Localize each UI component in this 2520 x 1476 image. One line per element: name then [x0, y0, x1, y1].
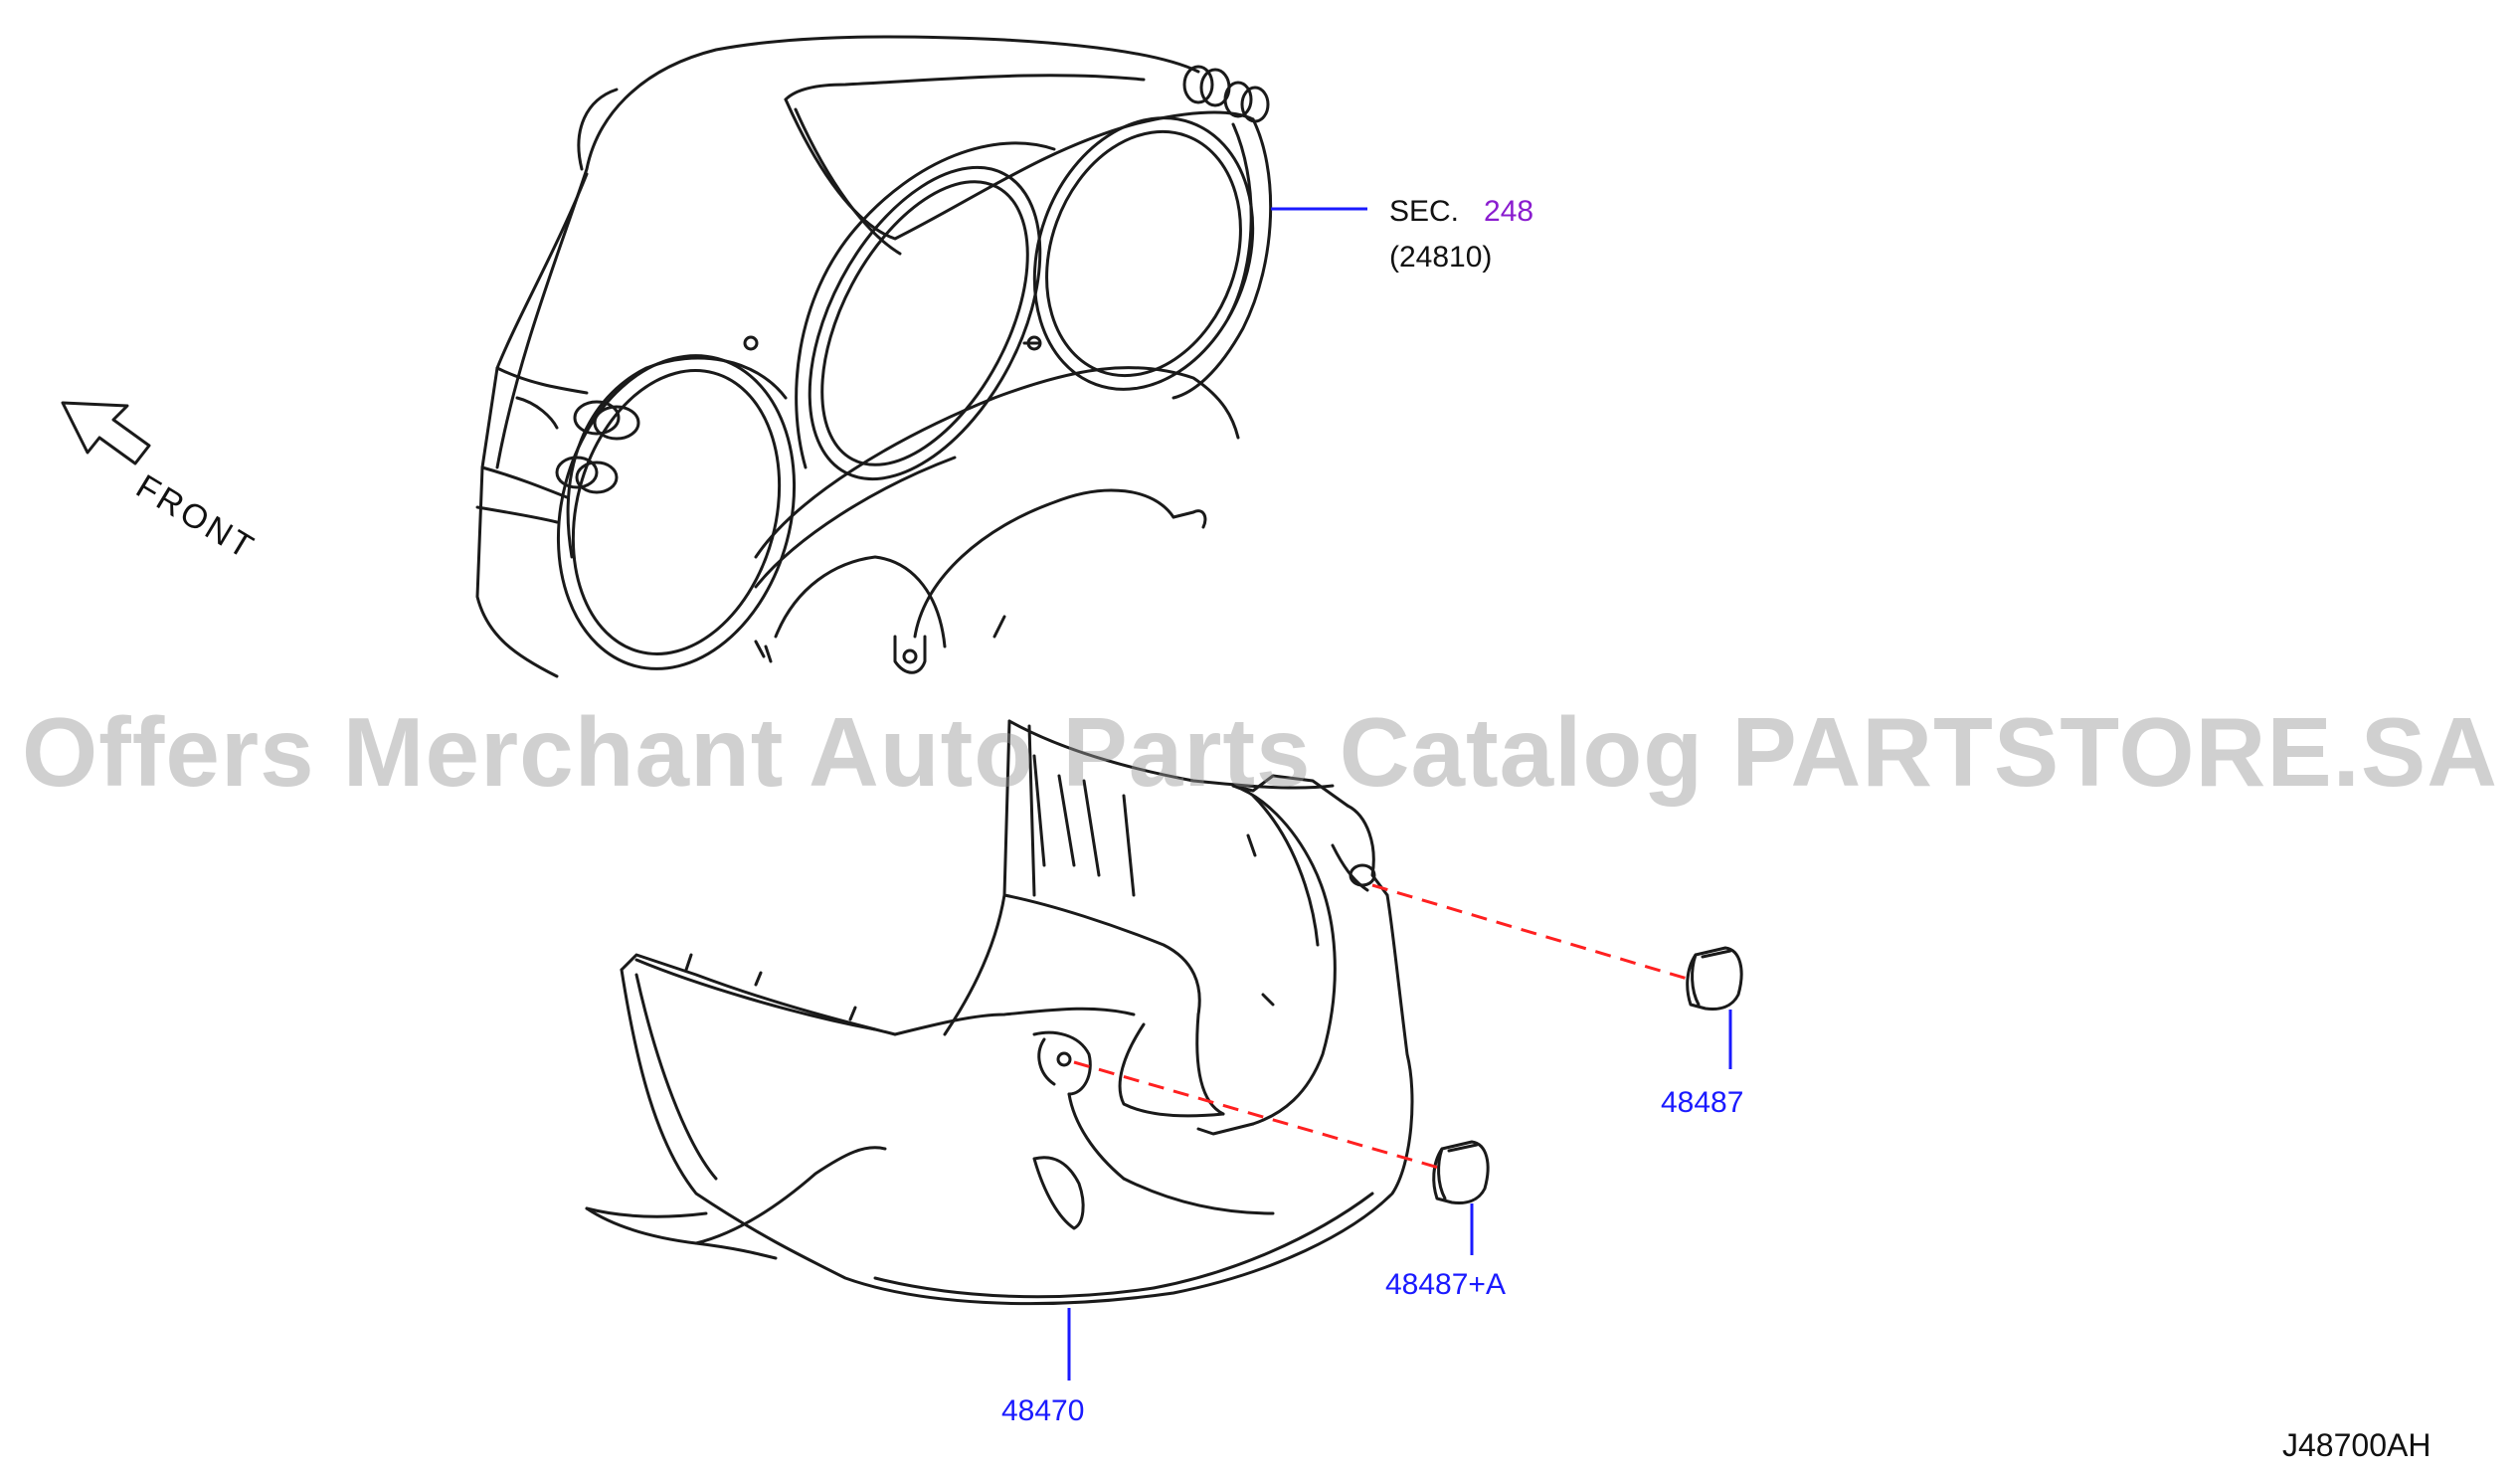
part-48470-link[interactable]: 48470 [1001, 1394, 1085, 1427]
diagram-code: J48700AH [2282, 1427, 2431, 1463]
front-arrow-icon [61, 401, 151, 465]
sec-number-link[interactable]: 248 [1484, 195, 1534, 228]
sec-sub: (24810) [1389, 241, 1493, 274]
install-line-48487a [1073, 1060, 1443, 1171]
part-48487a-link[interactable]: 48487+A [1385, 1268, 1506, 1301]
install-line-48487 [1371, 883, 1692, 982]
cap-48487a-shape [1432, 1140, 1490, 1204]
part-48487-link[interactable]: 48487 [1661, 1086, 1744, 1119]
steering-column-cover [585, 719, 1414, 1306]
sec-prefix: SEC. [1389, 195, 1460, 228]
cap-48487-shape [1686, 946, 1743, 1011]
instrument-cluster-hood [475, 35, 1273, 678]
section-reference: SEC. 248 (24810) [1389, 189, 1533, 280]
watermark: Offers Merchant Auto Parts Catalog PARTS… [21, 697, 2499, 807]
